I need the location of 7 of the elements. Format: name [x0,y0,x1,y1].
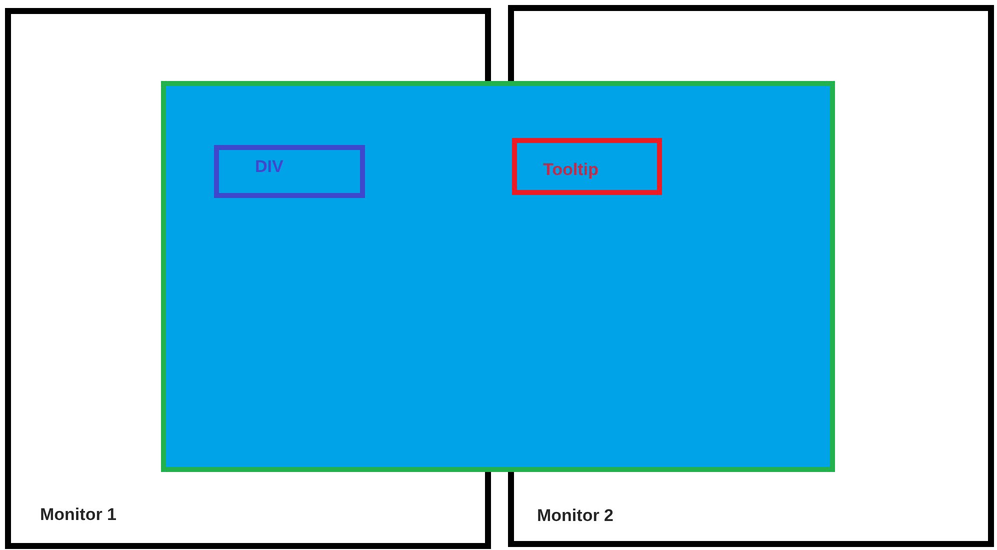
div-label: DIV [255,157,284,177]
monitor-label: Monitor 1 [40,505,116,525]
div-outline [214,145,365,198]
monitor-label: Monitor 2 [537,506,614,526]
window-panel [161,81,835,472]
tooltip-outline [512,138,662,195]
tooltip-label: Tooltip [543,160,598,180]
